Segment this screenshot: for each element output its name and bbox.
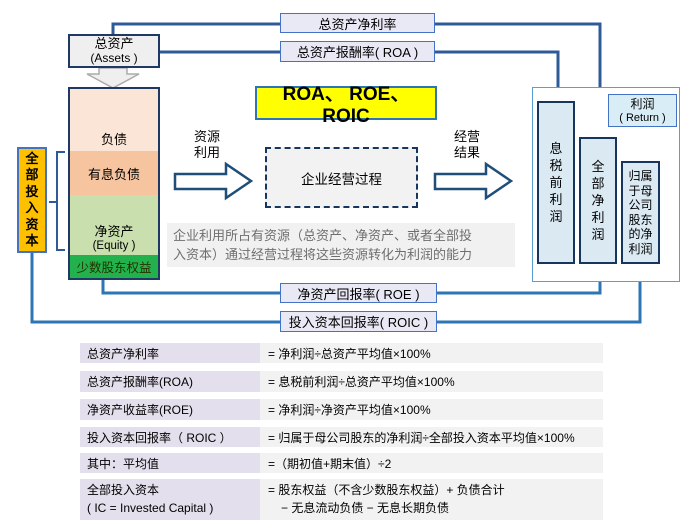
segment-equity-title: 净资产	[94, 224, 134, 239]
segment-equity: 净资产 (Equity )	[70, 195, 158, 255]
capability-description: 企业利用所占有资源（总资产、净资产、或者全部投 入资本）通过经营过程将这些资源转…	[167, 223, 515, 267]
segment-equity-subtitle: (Equity )	[92, 240, 136, 252]
row-value-line1: = 股东权益（不含少数股东权益）+ 负债合计	[268, 483, 505, 497]
row-value: =（期初值+期末值）÷2	[260, 453, 603, 473]
table-row: 投入资本回报率（ ROIC ） = 归属于母公司股东的净利润÷全部投入资本平均值…	[80, 427, 603, 447]
capital-stacked-bar: 负债 有息负债 净资产 (Equity ) 少数股东权益	[68, 87, 160, 280]
row-label: 总资产报酬率(ROA)	[80, 371, 260, 392]
table-row: 净资产收益率(ROE) = 净利润÷净资产平均值×100%	[80, 399, 603, 420]
operating-result-label: 经营 结果	[453, 129, 480, 160]
profit-label: 利润	[630, 96, 655, 111]
bar-ebit: 息税前利润	[537, 101, 575, 264]
table-row: 总资产净利率 = 净利润÷总资产平均值×100%	[80, 343, 603, 363]
bar-parent-net-profit-label: 归属于母公司股东的净利润	[628, 169, 653, 256]
banner-roa-roe-roic: ROA、 ROE、 ROIC	[255, 84, 437, 127]
table-row: 其中：平均值 =（期初值+期末值）÷2	[80, 453, 603, 473]
segment-minority-interest: 少数股东权益	[70, 255, 158, 278]
right-arrow-icon	[173, 161, 254, 201]
label-roa: 总资产报酬率( ROA )	[280, 41, 435, 62]
bracket-icon	[49, 151, 65, 251]
bar-total-net-profit: 全部净利润	[579, 137, 617, 264]
invested-capital-box: 全部投入资本	[17, 147, 47, 253]
row-label: 净资产收益率(ROE)	[80, 399, 260, 420]
invested-capital-label: 全部投入资本	[25, 150, 39, 249]
right-arrow-icon	[433, 161, 514, 201]
row-value: = 净利润÷总资产平均值×100%	[260, 343, 603, 363]
table-row: 总资产报酬率(ROA) = 息税前利润÷总资产平均值×100%	[80, 371, 603, 392]
row-label: 投入资本回报率（ ROIC ）	[80, 427, 260, 447]
segment-liabilities: 负债	[70, 89, 158, 151]
row-value-line2: − 无息流动负债 − 无息长期负债	[281, 501, 450, 515]
down-block-arrow-icon	[86, 67, 140, 89]
label-roic: 投入资本回报率( ROIC )	[280, 311, 437, 332]
profit-panel: 利润 ( Return ) 息税前利润 全部净利润 归属于母公司股东的净利润	[532, 87, 680, 282]
profit-return-label-box: 利润 ( Return )	[608, 94, 677, 127]
bar-ebit-label: 息税前利润	[549, 141, 563, 224]
resource-use-label: 资源 利用	[193, 129, 220, 160]
row-label: 总资产净利率	[80, 343, 260, 363]
bar-parent-net-profit: 归属于母公司股东的净利润	[621, 161, 660, 264]
row-label-line1: 全部投入资本	[87, 483, 160, 497]
assets-box-title: 总资产	[94, 36, 134, 51]
business-process-box: 企业经营过程	[265, 147, 418, 208]
definitions-table: 总资产净利率 = 净利润÷总资产平均值×100% 总资产报酬率(ROA) = 息…	[80, 343, 603, 521]
row-value: = 净利润÷净资产平均值×100%	[260, 399, 603, 420]
label-total-asset-net-profit-rate: 总资产净利率	[280, 13, 435, 33]
row-value: = 股东权益（不含少数股东权益）+ 负债合计 − 无息流动负债 − 无息长期负债	[260, 479, 603, 520]
row-label: 全部投入资本 ( IC = Invested Capital )	[80, 479, 260, 520]
table-row: 全部投入资本 ( IC = Invested Capital ) = 股东权益（…	[80, 479, 603, 520]
row-label: 其中：平均值	[80, 453, 260, 473]
segment-interest-liabilities: 有息负债	[70, 151, 158, 195]
row-label-line2: ( IC = Invested Capital )	[87, 501, 214, 515]
return-label: ( Return )	[619, 111, 666, 124]
row-value: = 归属于母公司股东的净利润÷全部投入资本平均值×100%	[260, 427, 603, 447]
label-roe: 净资产回报率( ROE )	[280, 283, 437, 303]
row-value: = 息税前利润÷总资产平均值×100%	[260, 371, 603, 392]
assets-box-subtitle: (Assets )	[90, 51, 138, 65]
bar-total-net-profit-label: 全部净利润	[591, 159, 605, 242]
assets-box: 总资产 (Assets )	[68, 34, 160, 68]
